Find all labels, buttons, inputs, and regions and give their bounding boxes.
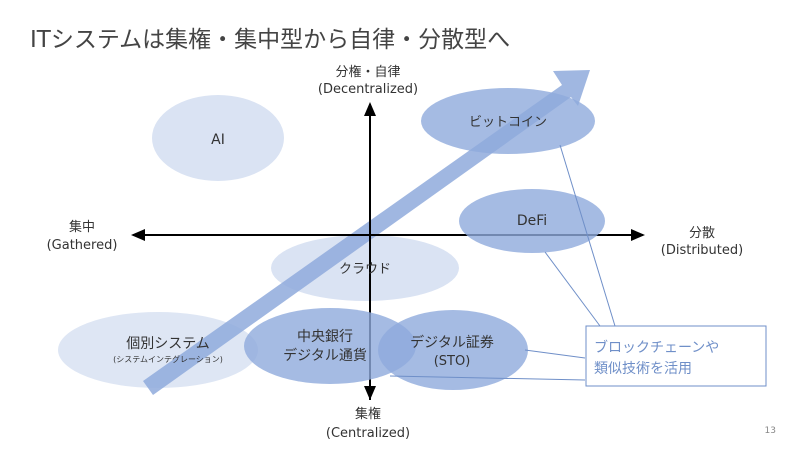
ellipse-individual-system: [58, 312, 258, 388]
page-number: 13: [765, 426, 776, 436]
node-defi-label: DeFi: [517, 213, 547, 229]
node-sto-line2: (STO): [434, 354, 471, 369]
axis-top-sub: (Decentralized): [318, 82, 418, 97]
ellipse-bitcoin: [421, 88, 595, 154]
callout-line2: 類似技術を活用: [594, 361, 692, 377]
node-cbdc-line2: デジタル通貨: [283, 347, 367, 364]
axis-bottom-sub: (Centralized): [326, 426, 410, 441]
axis-bottom-label: 集権: [355, 406, 381, 422]
axis-right-sub: (Distributed): [661, 243, 743, 258]
node-sto-line1: デジタル証券: [410, 334, 494, 351]
axis-left-sub: (Gathered): [47, 238, 118, 253]
node-individual-label: 個別システム: [126, 336, 210, 352]
node-ai-label: AI: [211, 132, 225, 148]
callout-box: [585, 325, 767, 387]
ellipse-sto: [378, 310, 528, 390]
slide-title: ITシステムは集権・集中型から自律・分散型へ: [30, 27, 510, 53]
node-individual-sub: (システムインテグレーション): [113, 354, 223, 364]
axis-top-label: 分権・自律: [335, 64, 400, 80]
node-bitcoin-label: ビットコイン: [469, 115, 547, 130]
axis-right-label: 分散: [689, 226, 715, 241]
ellipse-defi: [459, 189, 605, 253]
node-cbdc-line1: 中央銀行: [297, 329, 353, 345]
axis-left-label: 集中: [69, 219, 95, 235]
ellipse-ai: [152, 95, 284, 181]
ellipse-cbdc: [244, 308, 416, 384]
callout-line1: ブロックチェーンや: [594, 339, 719, 356]
node-cloud-label: クラウド: [339, 262, 391, 277]
ellipse-cloud: [271, 235, 459, 301]
callout-connectors: [389, 144, 616, 381]
